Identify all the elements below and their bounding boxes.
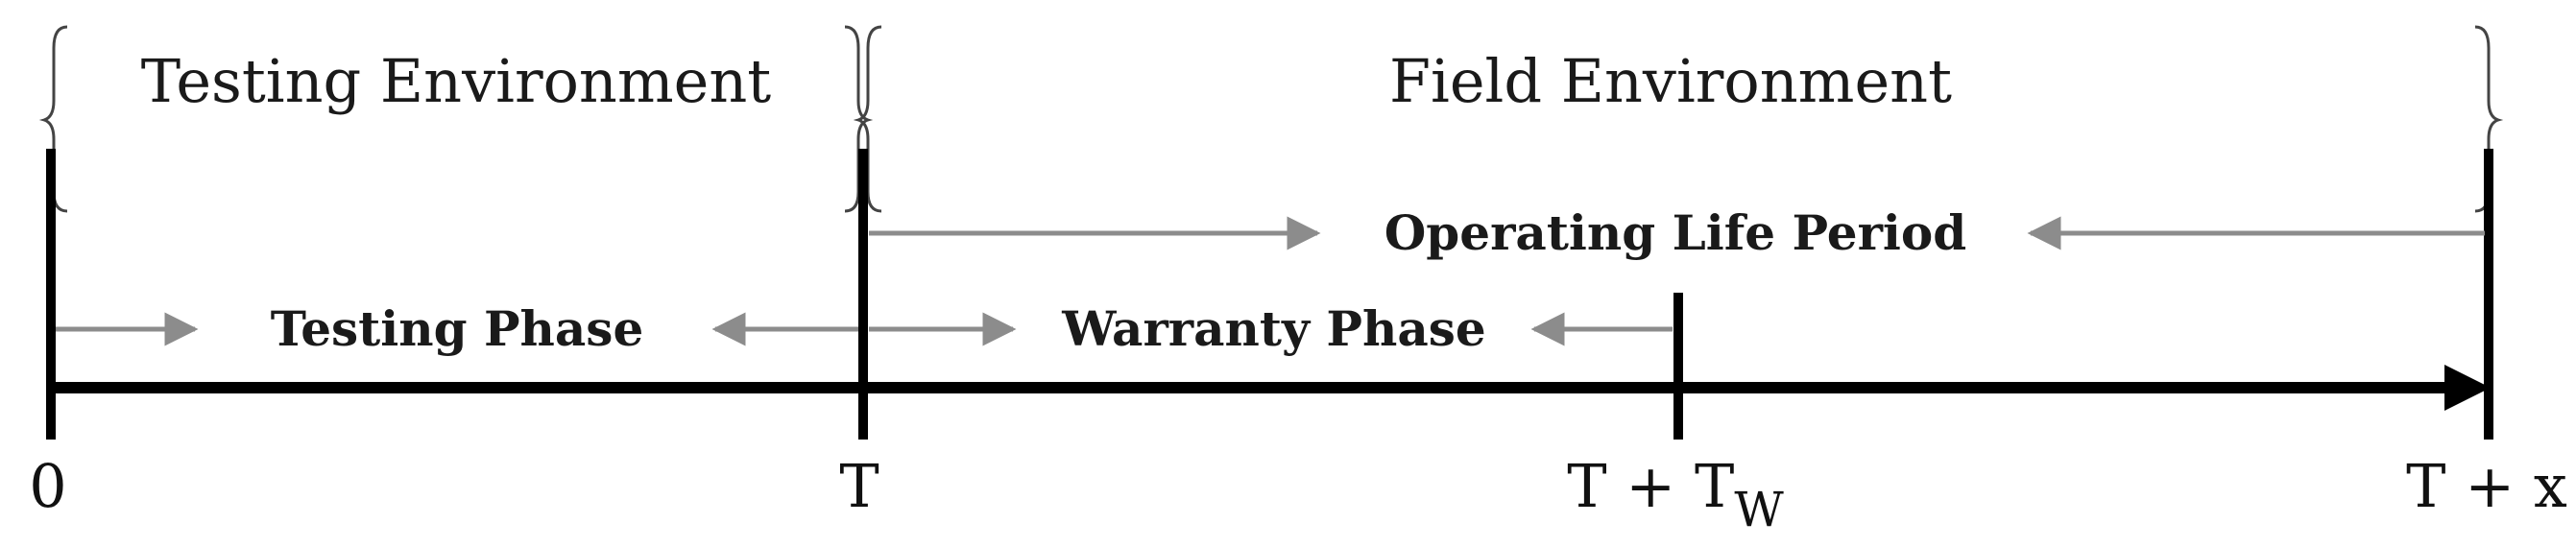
time-axis-arrowhead xyxy=(2444,365,2491,411)
field-env-left-brace xyxy=(853,25,882,213)
field-environment-label: Field Environment xyxy=(1389,46,1952,116)
tick-label-t-plus-x: T + x xyxy=(2406,451,2567,521)
testing-phase-label: Testing Phase xyxy=(271,300,644,357)
testing-environment-label: Testing Environment xyxy=(141,46,771,116)
tick-label-t-plus-tw-subscript: W xyxy=(1734,482,1784,537)
testing-env-right-brace xyxy=(844,25,874,213)
tick-label-t-plus-tw: T + TW xyxy=(1567,451,1784,537)
tick-label-t: T xyxy=(839,451,879,521)
warranty-phase-label: Warranty Phase xyxy=(1061,300,1486,357)
tick-label-zero: 0 xyxy=(29,451,66,521)
tick-label-t-plus-tw-main: T + T xyxy=(1567,451,1734,521)
operating-life-period-label: Operating Life Period xyxy=(1384,204,1966,261)
